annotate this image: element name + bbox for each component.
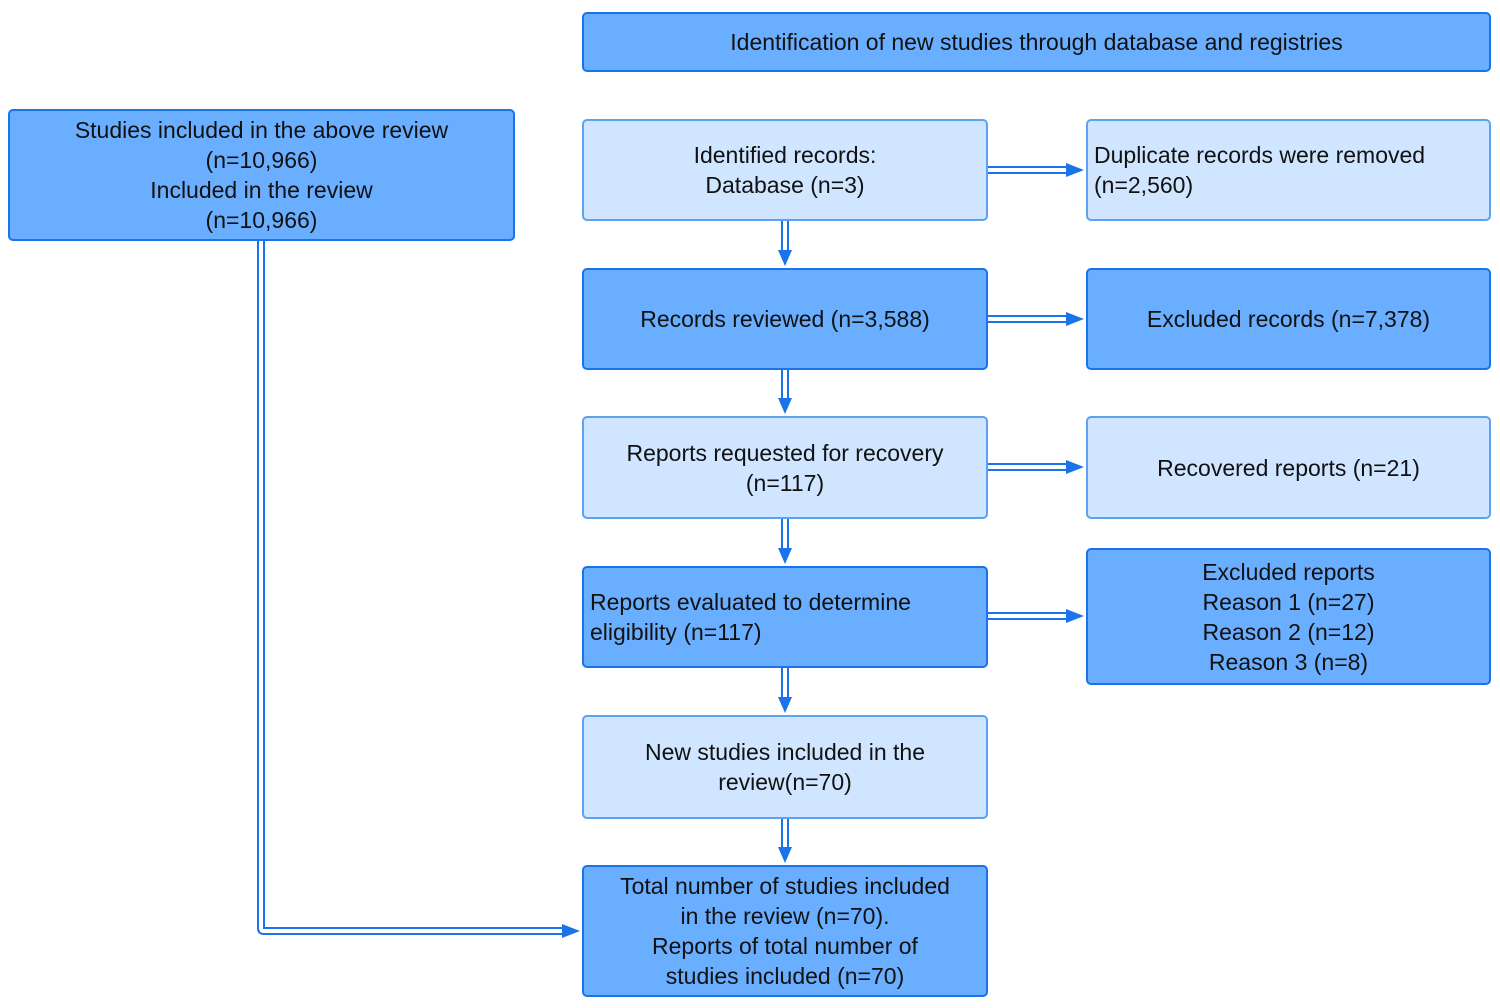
excluded-reports-line-4: Reason 3 (n=8): [1208, 648, 1369, 675]
previous-review-line-3: Included in the review: [150, 177, 373, 203]
reports-evaluated-box: Reports evaluated to determine eligibili…: [582, 566, 988, 668]
total-studies-included-line-3: Reports of total number of: [652, 933, 918, 959]
arrow-reviewed-to-requested: [778, 370, 792, 414]
arrow-evaluated-to-new-included: [778, 668, 792, 713]
excluded-reports-box: Excluded reports Reason 1 (n=27) Reason …: [1086, 548, 1491, 685]
duplicate-records-box: Duplicate records were removed (n=2,560): [1086, 119, 1491, 221]
new-studies-included-line-1: New studies included in the: [645, 739, 925, 765]
excluded-reports-line-2: Reason 1 (n=27): [1202, 588, 1375, 615]
excluded-reports-line-1: Excluded reports: [1202, 558, 1375, 585]
duplicate-records-line-2: (n=2,560): [1094, 172, 1194, 198]
records-reviewed-line-1: Records reviewed (n=3,588): [640, 306, 930, 332]
arrow-reviewed-to-excluded-records: [988, 312, 1084, 326]
arrow-requested-to-recovered: [988, 460, 1084, 474]
header-title: Identification of new studies through da…: [730, 29, 1343, 55]
new-studies-included-box: New studies included in the review(n=70): [582, 715, 988, 819]
arrow-identified-to-reviewed: [778, 221, 792, 266]
new-studies-included-line-2: review(n=70): [718, 769, 852, 795]
identified-records-line-1: Identified records:: [693, 142, 877, 168]
reports-requested-box: Reports requested for recovery (n=117): [582, 416, 988, 519]
excluded-reports-line-3: Reason 2 (n=12): [1202, 618, 1375, 645]
previous-review-line-4: (n=10,966): [205, 207, 318, 233]
arrow-evaluated-to-excluded-reports: [988, 609, 1084, 623]
previous-review-line-1: Studies included in the above review: [74, 117, 449, 143]
identified-records-line-2: Database (n=3): [705, 172, 865, 198]
reports-requested-line-1: Reports requested for recovery: [626, 439, 944, 466]
total-studies-included-line-4: studies included (n=70): [665, 963, 905, 989]
duplicate-records-line-1: Duplicate records were removed: [1094, 142, 1426, 168]
arrow-identified-to-duplicates: [988, 163, 1084, 177]
total-studies-included-line-1: Total number of studies included: [620, 873, 950, 899]
arrow-previous-review-to-total: [257, 241, 580, 938]
arrow-new-included-to-total: [778, 819, 792, 863]
reports-evaluated-line-2: eligibility (n=117): [590, 619, 762, 645]
reports-evaluated-line-1: Reports evaluated to determine: [590, 589, 911, 615]
records-reviewed-box: Records reviewed (n=3,588): [582, 268, 988, 370]
header-identification-box: Identification of new studies through da…: [582, 12, 1491, 72]
recovered-reports-box: Recovered reports (n=21): [1086, 416, 1491, 519]
total-studies-included-line-2: in the review (n=70).: [680, 903, 890, 929]
identified-records-box: Identified records: Database (n=3): [582, 119, 988, 221]
excluded-records-box: Excluded records (n=7,378): [1086, 268, 1491, 370]
previous-review-line-2: (n=10,966): [205, 147, 318, 173]
total-studies-included-box: Total number of studies included in the …: [582, 865, 988, 997]
previous-review-box: Studies included in the above review (n=…: [8, 109, 515, 241]
recovered-reports-line-1: Recovered reports (n=21): [1157, 454, 1420, 481]
excluded-records-line-1: Excluded records (n=7,378): [1146, 306, 1431, 332]
reports-requested-line-2: (n=117): [745, 469, 825, 496]
arrow-requested-to-evaluated: [778, 519, 792, 564]
